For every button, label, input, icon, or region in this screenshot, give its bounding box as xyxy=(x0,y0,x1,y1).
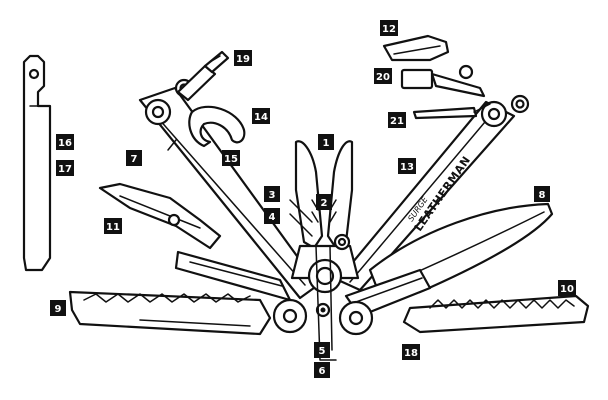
svg-text:11: 11 xyxy=(106,222,120,233)
callout-14: 14 xyxy=(252,108,270,124)
bit-holder-hook xyxy=(188,105,246,148)
callout-4: 4 xyxy=(264,208,280,224)
svg-text:8: 8 xyxy=(539,190,546,201)
callout-2: 2 xyxy=(316,194,332,210)
pullout-tools xyxy=(382,34,491,120)
svg-text:21: 21 xyxy=(390,116,404,127)
callout-6: 6 xyxy=(314,362,330,378)
callout-5: 5 xyxy=(314,342,330,358)
long-saw-blade xyxy=(22,54,52,272)
callout-9: 9 xyxy=(50,300,66,316)
central-pliers xyxy=(290,140,360,294)
small-blade-12 xyxy=(382,34,450,62)
svg-text:5: 5 xyxy=(319,346,326,357)
svg-text:3: 3 xyxy=(269,190,276,201)
callout-3: 3 xyxy=(264,186,280,202)
callout-20: 20 xyxy=(374,68,392,84)
cap-20 xyxy=(400,68,434,90)
callouts: 1 2 3 4 5 6 7 8 9 10 11 12 13 14 15 16 1… xyxy=(50,20,576,378)
wire-cutter-jaw xyxy=(98,182,222,250)
callout-1: 1 xyxy=(318,134,334,150)
serrated-blade xyxy=(68,290,272,336)
svg-text:13: 13 xyxy=(400,162,414,173)
svg-text:2: 2 xyxy=(321,198,328,209)
callout-11: 11 xyxy=(104,218,122,234)
svg-text:19: 19 xyxy=(236,54,250,65)
callout-10: 10 xyxy=(558,280,576,296)
svg-text:10: 10 xyxy=(560,284,574,295)
svg-text:1: 1 xyxy=(323,138,330,149)
svg-text:18: 18 xyxy=(404,348,418,359)
callout-8: 8 xyxy=(534,186,550,202)
leader-lines xyxy=(167,139,337,361)
svg-text:16: 16 xyxy=(58,138,72,149)
pivot-rollers xyxy=(272,298,374,336)
svg-text:17: 17 xyxy=(58,164,72,175)
svg-text:12: 12 xyxy=(382,24,396,35)
callout-17: 17 xyxy=(56,160,74,176)
svg-text:9: 9 xyxy=(55,304,62,315)
callout-15: 15 xyxy=(222,150,240,166)
callout-7: 7 xyxy=(126,150,142,166)
svg-text:4: 4 xyxy=(269,212,276,223)
callout-13: 13 xyxy=(398,158,416,174)
callout-19: 19 xyxy=(234,50,252,66)
callout-16: 16 xyxy=(56,134,74,150)
svg-text:15: 15 xyxy=(224,154,238,165)
callout-12: 12 xyxy=(380,20,398,36)
awl-21 xyxy=(412,106,478,120)
callout-18: 18 xyxy=(402,344,420,360)
svg-text:6: 6 xyxy=(319,366,326,377)
svg-text:20: 20 xyxy=(376,72,390,83)
svg-text:7: 7 xyxy=(131,154,138,165)
svg-text:14: 14 xyxy=(254,112,268,123)
bit-driver xyxy=(176,50,230,102)
wood-saw xyxy=(402,294,590,334)
callout-21: 21 xyxy=(388,112,406,128)
